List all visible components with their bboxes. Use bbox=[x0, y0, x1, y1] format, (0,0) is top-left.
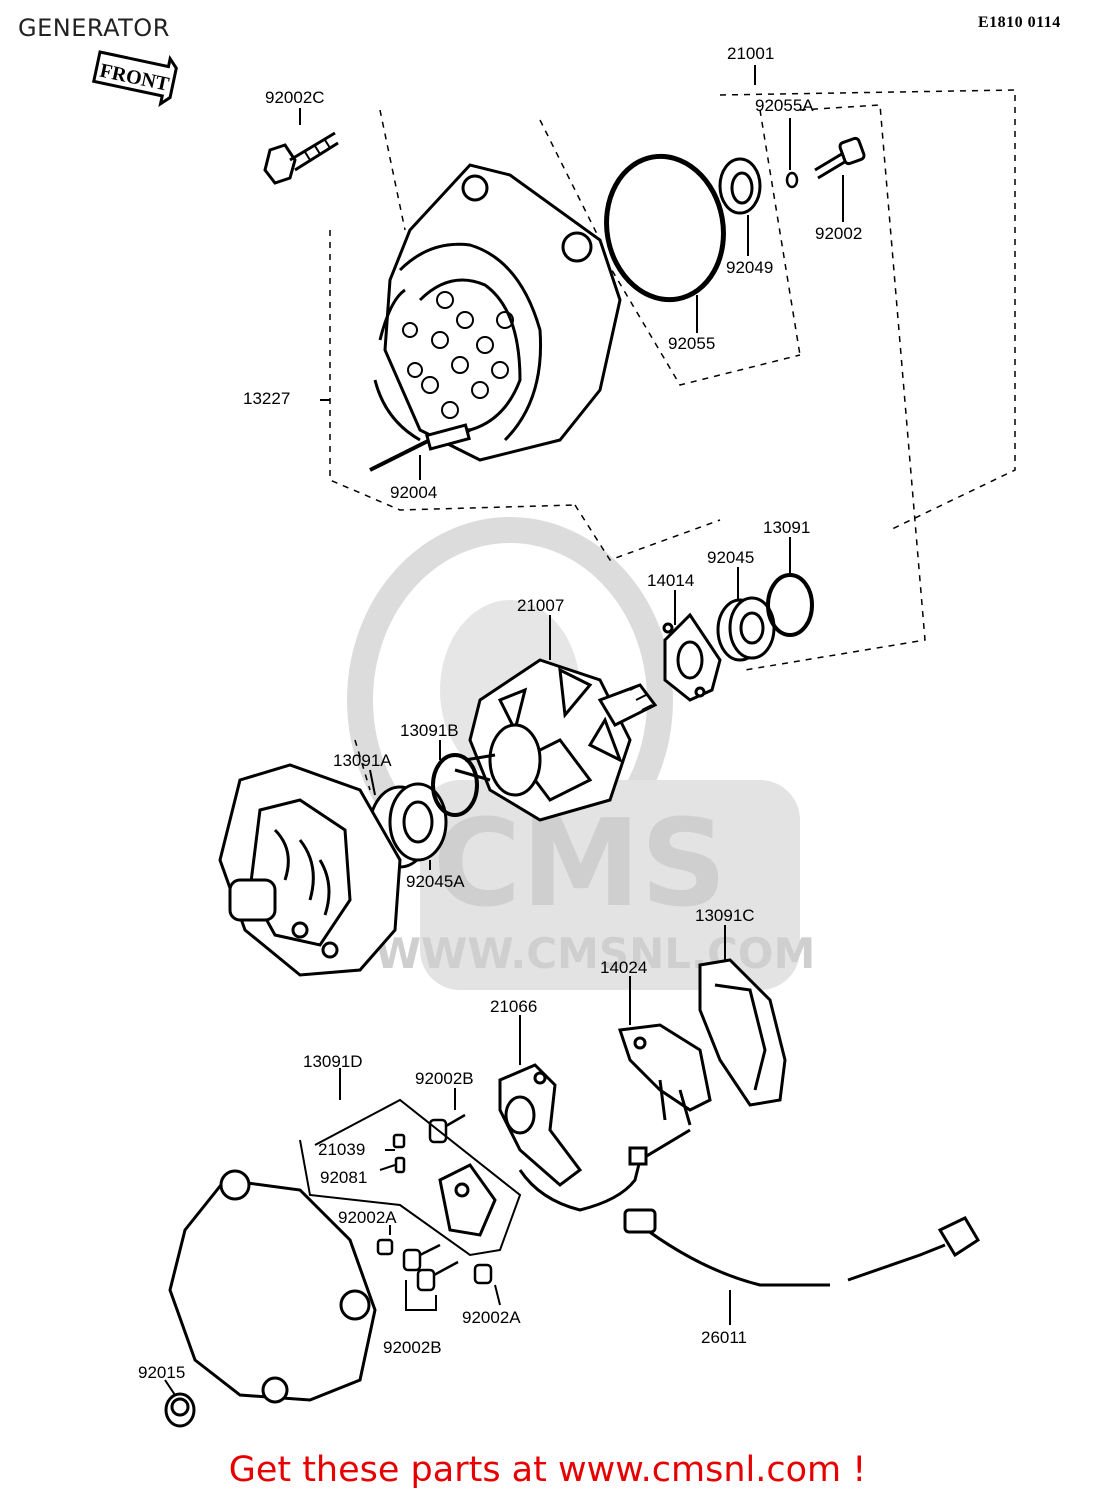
part-label-26011[interactable]: 26011 bbox=[701, 1328, 748, 1347]
footer-link[interactable]: Get these parts at www.cmsnl.com ! bbox=[228, 1450, 867, 1490]
bolt-92002 bbox=[814, 136, 866, 180]
ring-92055a bbox=[785, 171, 799, 189]
regulator-13091d bbox=[438, 1163, 497, 1237]
ring-13091b bbox=[431, 753, 479, 817]
part-label-92045a[interactable]: 92045A bbox=[406, 872, 465, 891]
part-label-92002a-left[interactable]: 92002A bbox=[338, 1208, 397, 1227]
part-label-13091b[interactable]: 13091B bbox=[400, 721, 459, 740]
part-label-13227[interactable]: 13227 bbox=[243, 389, 291, 408]
cover-14014 bbox=[662, 612, 722, 702]
part-label-92081[interactable]: 92081 bbox=[320, 1168, 368, 1187]
part-label-92055[interactable]: 92055 bbox=[668, 334, 716, 353]
bearing-92045 bbox=[716, 596, 776, 662]
part-label-92002c[interactable]: 92002C bbox=[265, 88, 325, 107]
watermark-url: WWW.CMSNL.COM bbox=[375, 929, 816, 978]
wiring-harness-26011 bbox=[518, 1128, 981, 1287]
part-label-92002[interactable]: 92002 bbox=[815, 224, 863, 243]
assembly-outline bbox=[329, 89, 1016, 791]
bracket-21066 bbox=[498, 1063, 583, 1187]
cover-13091c bbox=[698, 958, 787, 1107]
part-label-92055a[interactable]: 92055A bbox=[755, 96, 814, 115]
bearing-92045a bbox=[368, 782, 448, 869]
part-label-21007[interactable]: 21007 bbox=[517, 596, 565, 615]
part-label-92049[interactable]: 92049 bbox=[726, 258, 774, 277]
ring-13091 bbox=[766, 573, 814, 637]
part-label-13091[interactable]: 13091 bbox=[763, 518, 811, 537]
part-label-14014[interactable]: 14014 bbox=[647, 571, 695, 590]
part-label-92002a-right[interactable]: 92002A bbox=[462, 1308, 521, 1327]
seal-92049 bbox=[718, 157, 762, 215]
part-label-92045[interactable]: 92045 bbox=[707, 548, 755, 567]
part-label-21039[interactable]: 21039 bbox=[318, 1140, 366, 1159]
front-direction-tag: FRONT bbox=[91, 50, 178, 107]
rotor-21007 bbox=[454, 658, 658, 822]
cap-92015 bbox=[164, 1392, 196, 1428]
part-label-92002b-lower[interactable]: 92002B bbox=[383, 1338, 442, 1357]
part-label-13091a[interactable]: 13091A bbox=[333, 751, 392, 770]
part-label-21066[interactable]: 21066 bbox=[490, 997, 538, 1016]
part-label-92015[interactable]: 92015 bbox=[138, 1363, 186, 1382]
document-code: E1810 0114 bbox=[978, 14, 1061, 31]
cmsnl-watermark: CMS WWW.CMSNL.COM bbox=[347, 517, 816, 990]
part-label-92002b-upper[interactable]: 92002B bbox=[415, 1069, 474, 1088]
screws bbox=[376, 1113, 493, 1292]
part-label-14024[interactable]: 14024 bbox=[600, 958, 648, 977]
bolt-92002c bbox=[263, 131, 339, 185]
part-label-21001[interactable]: 21001 bbox=[727, 44, 775, 63]
o-ring-92055 bbox=[604, 153, 726, 303]
rear-end-cover bbox=[218, 763, 402, 977]
brush-holder-14024 bbox=[617, 1023, 712, 1126]
page-title: GENERATOR bbox=[18, 14, 170, 42]
outer-cover bbox=[168, 1169, 377, 1404]
leader-lines bbox=[164, 65, 844, 1396]
part-label-92004[interactable]: 92004 bbox=[390, 483, 438, 502]
watermark-brand: CMS bbox=[433, 795, 727, 934]
part-label-13091d[interactable]: 13091D bbox=[303, 1052, 363, 1071]
part-label-13091c[interactable]: 13091C bbox=[695, 906, 755, 925]
stator-housing bbox=[369, 163, 622, 472]
